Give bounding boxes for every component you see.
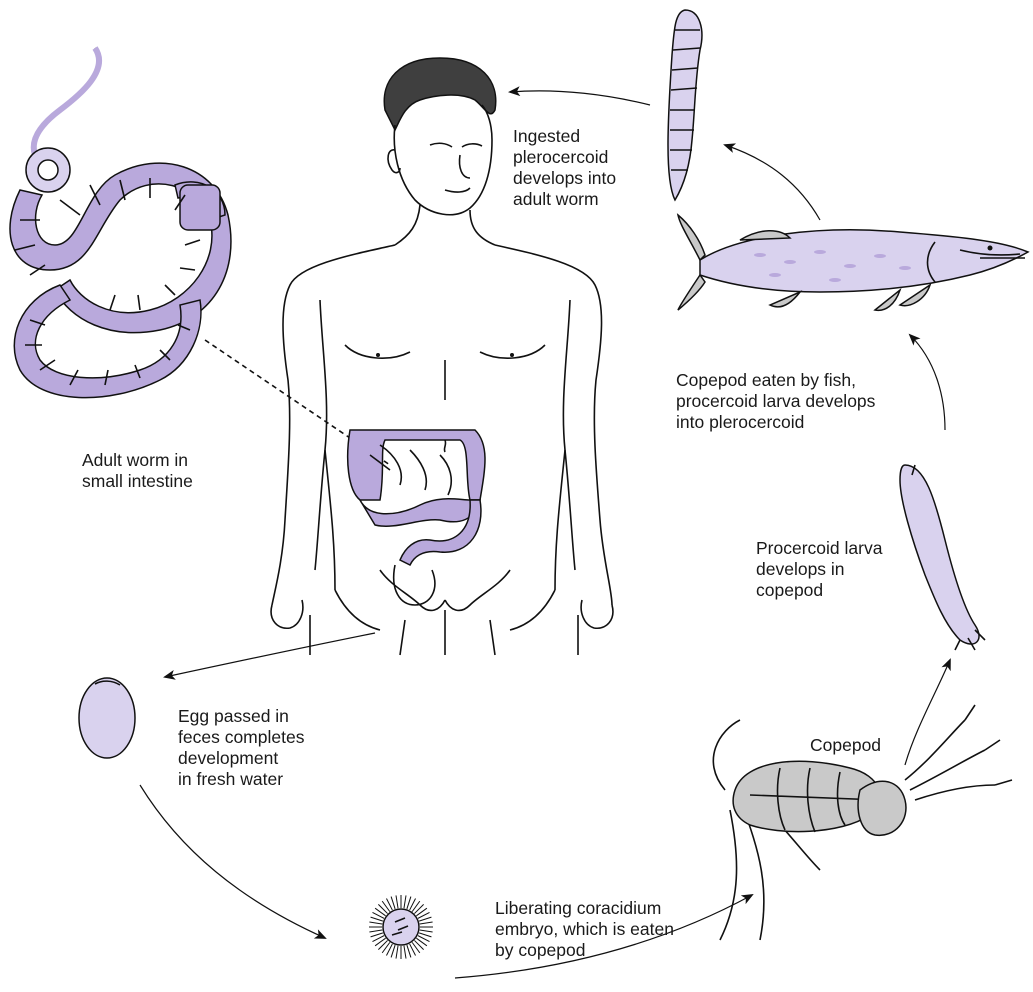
cilium [419,917,431,921]
adult-worm-illustration [10,48,231,398]
caption-egg: Egg passed in feces completes developmen… [178,706,304,790]
procercoid-larva-illustration [900,465,985,650]
caption-line: Adult worm in [82,450,193,471]
cilium [407,897,411,909]
cilium [371,917,383,921]
cilium [407,945,411,957]
caption-line: in fresh water [178,769,304,790]
caption-line: small intestine [82,471,193,492]
caption-line: plerocercoid [513,147,616,168]
cilium [396,895,398,908]
caption-adult-worm: Adult worm in small intestine [82,450,193,492]
cilium [420,930,433,932]
caption-line: Procercoid larva [756,538,882,559]
caption-copepod-eaten-by-fish: Copepod eaten by fish, procercoid larva … [676,370,875,433]
cilium [371,933,383,937]
caption-line: copepod [756,580,882,601]
caption-ingested-plerocercoid: Ingested plerocercoid develops into adul… [513,126,616,210]
caption-line: feces completes [178,727,304,748]
cilium [404,895,406,908]
caption-line: into plerocercoid [676,412,875,433]
egg-illustration [79,678,135,758]
caption-line: by copepod [495,940,674,961]
arrow-fish-to-plerocercoid [725,145,820,220]
cilium [369,922,382,924]
caption-coracidium: Liberating coracidium embryo, which is e… [495,898,674,961]
arrow-copepod-to-larva [905,660,950,765]
cycle-arrows [140,91,950,978]
arrow-plerocercoid-to-human [510,91,650,105]
cilium [420,922,433,924]
caption-line: develops in [756,559,882,580]
cilium [414,940,423,949]
caption-line: development [178,748,304,769]
coracidium-illustration [369,895,433,959]
caption-copepod: Copepod [810,735,881,756]
caption-line: Egg passed in [178,706,304,727]
arrow-human-to-egg [165,633,375,677]
caption-line: adult worm [513,189,616,210]
cilium [414,904,423,913]
cilium [369,930,382,932]
caption-line: embryo, which is eaten [495,919,674,940]
cilium [378,904,387,913]
cilium [419,933,431,937]
cilium [396,946,398,959]
caption-line: Copepod eaten by fish, [676,370,875,391]
cilium [391,945,395,957]
cilium [378,940,387,949]
caption-line: develops into [513,168,616,189]
caption-line: Copepod [810,735,881,756]
arrow-copepod-to-fish [910,335,945,430]
caption-line: Liberating coracidium [495,898,674,919]
caption-line: Ingested [513,126,616,147]
caption-procercoid-larva: Procercoid larva develops in copepod [756,538,882,601]
caption-line: procercoid larva develops [676,391,875,412]
arrow-egg-to-coracidium [140,785,325,938]
plerocercoid-illustration [668,10,702,200]
fish-illustration [678,215,1028,310]
cilium [404,946,406,959]
cilium [391,897,395,909]
